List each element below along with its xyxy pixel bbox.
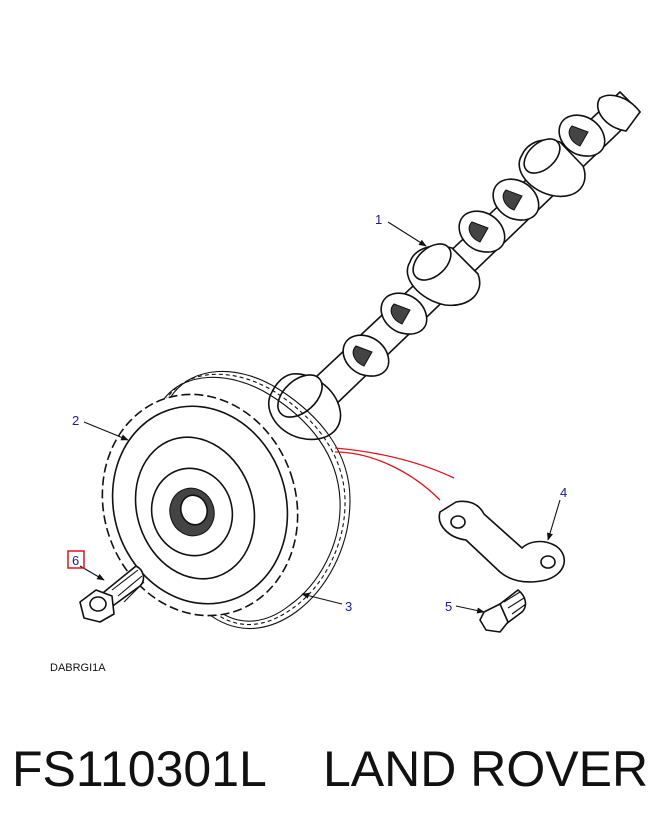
callout-6[interactable]: 6 bbox=[72, 553, 79, 568]
camshaft-journal bbox=[518, 138, 586, 198]
cam-lobe bbox=[342, 334, 390, 377]
drawing-code: DABRGI1A bbox=[50, 662, 106, 674]
part-number-caption: FS110301L bbox=[12, 741, 267, 797]
callout-3[interactable]: 3 bbox=[345, 599, 352, 614]
camshaft-journal bbox=[406, 243, 481, 307]
fitment-indicator bbox=[334, 447, 455, 501]
leader-line bbox=[547, 499, 561, 541]
camshaft-sprocket bbox=[101, 393, 299, 617]
cam-lobe bbox=[558, 114, 606, 157]
sprocket-bolt bbox=[79, 565, 145, 623]
cam-lobe bbox=[458, 210, 506, 253]
camshaft-nose bbox=[267, 373, 342, 441]
drawing-panel bbox=[0, 0, 665, 695]
camshaft-journal bbox=[597, 94, 641, 132]
camshaft bbox=[267, 91, 641, 441]
cam-lobe bbox=[380, 292, 428, 335]
callout-2[interactable]: 2 bbox=[72, 413, 79, 428]
timing-chain bbox=[159, 370, 351, 630]
leader-line bbox=[387, 221, 427, 247]
callout-4[interactable]: 4 bbox=[560, 485, 567, 500]
brand-caption: LAND ROVER bbox=[323, 741, 648, 797]
leader-line bbox=[455, 605, 485, 614]
callout-5[interactable]: 5 bbox=[445, 599, 452, 614]
callout-6-highlight-box bbox=[67, 550, 85, 569]
leader-line bbox=[301, 592, 343, 605]
bracket-bolt bbox=[479, 589, 527, 633]
bracket bbox=[438, 500, 566, 583]
callout-1[interactable]: 1 bbox=[375, 212, 382, 227]
leader-line bbox=[83, 421, 129, 441]
cam-lobe bbox=[492, 178, 540, 221]
